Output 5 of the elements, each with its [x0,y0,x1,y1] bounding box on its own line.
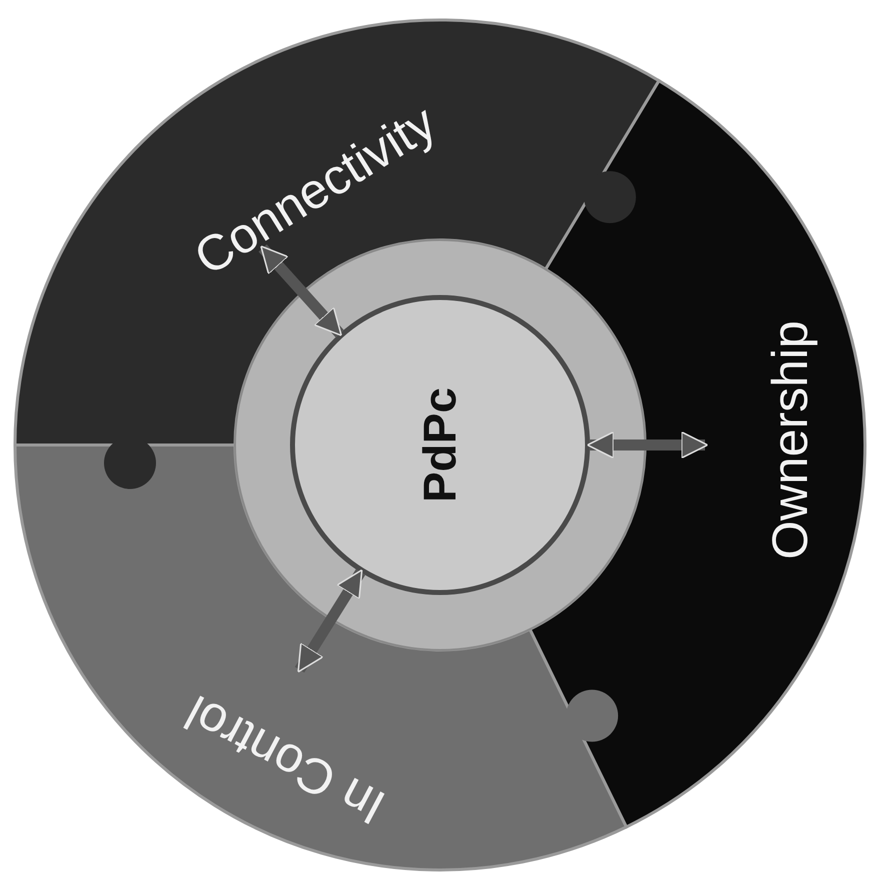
center-label: PdPc [413,387,467,503]
double-arrow [586,431,708,459]
double-arrow [294,569,366,673]
piece-label: Ownership [765,320,815,560]
double-arrow [258,244,344,338]
